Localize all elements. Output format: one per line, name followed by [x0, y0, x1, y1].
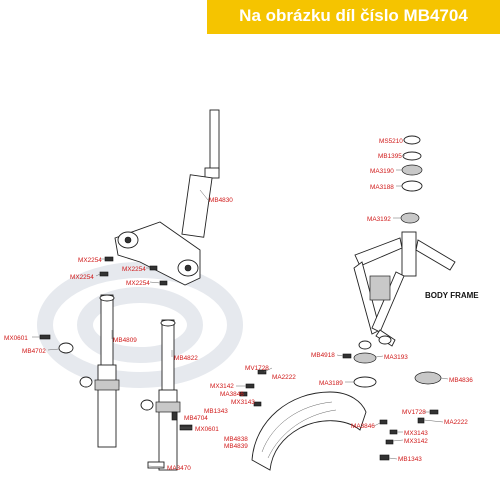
- leader-lines: [32, 139, 449, 468]
- label-mx0601[interactable]: MX0601: [195, 426, 219, 433]
- label-mx2254[interactable]: MX2254: [126, 280, 150, 287]
- label-ma3192[interactable]: MA3192: [367, 216, 391, 223]
- label-mb4830[interactable]: MB4830: [209, 197, 233, 204]
- label-ma3846[interactable]: MA3846: [351, 423, 375, 430]
- part-labels: MB4830 MX2254 MX2254 MX2254 MX2254 MB480…: [4, 138, 479, 472]
- label-mx3142[interactable]: MX3142: [404, 438, 428, 445]
- label-mb1343[interactable]: MB1343: [398, 456, 422, 463]
- watermark-logo: [37, 262, 243, 388]
- bolts-left: [39, 256, 193, 469]
- label-mx2254[interactable]: MX2254: [78, 257, 102, 264]
- label-mb1395[interactable]: MB1395: [378, 153, 402, 160]
- label-mb4918[interactable]: MB4918: [311, 352, 335, 359]
- label-mb4836[interactable]: MB4836: [449, 377, 473, 384]
- label-ma3193[interactable]: MA3193: [384, 354, 408, 361]
- parts-right: [239, 352, 442, 461]
- fork-right: [140, 319, 181, 471]
- fork-left: [79, 294, 120, 448]
- label-ma3189[interactable]: MA3189: [319, 380, 343, 387]
- label-ma3190[interactable]: MA3190: [370, 168, 394, 175]
- label-mb1343[interactable]: MB1343: [204, 408, 228, 415]
- label-mx3142[interactable]: MX3142: [210, 383, 234, 390]
- label-ma3470[interactable]: MA3470: [167, 465, 191, 472]
- label-mx3143[interactable]: MX3143: [404, 430, 428, 437]
- title-banner: Na obrázku díl číslo MB4704: [207, 0, 500, 34]
- label-mx2254[interactable]: MX2254: [122, 266, 146, 273]
- label-ms5210[interactable]: MS5210: [379, 138, 403, 145]
- label-mb4704[interactable]: MB4704: [184, 415, 208, 422]
- label-mv1728[interactable]: MV1728: [245, 365, 269, 372]
- label-mb4702[interactable]: MB4702: [22, 348, 46, 355]
- label-mb4838[interactable]: MB4838: [224, 436, 248, 443]
- label-mv1728[interactable]: MV1728: [402, 409, 426, 416]
- label-ma3188[interactable]: MA3188: [370, 184, 394, 191]
- label-mb4809[interactable]: MB4809: [113, 337, 137, 344]
- body-frame-label: BODY FRAME: [425, 291, 479, 300]
- bearing-stack: [400, 135, 423, 224]
- banner-title: Na obrázku díl číslo MB4704: [239, 6, 468, 25]
- label-mx2254[interactable]: MX2254: [70, 274, 94, 281]
- label-mx0601[interactable]: MX0601: [4, 335, 28, 342]
- label-ma2222[interactable]: MA2222: [444, 419, 468, 426]
- front-fender: [251, 391, 367, 471]
- label-ma3846[interactable]: MA3846: [220, 391, 244, 398]
- label-mx3143[interactable]: MX3143: [231, 399, 255, 406]
- label-mb4822[interactable]: MB4822: [174, 355, 198, 362]
- body-frame: [353, 231, 456, 350]
- label-mb4839[interactable]: MB4839: [224, 443, 248, 450]
- steering-stem: [114, 109, 220, 286]
- label-ma2222[interactable]: MA2222: [272, 374, 296, 381]
